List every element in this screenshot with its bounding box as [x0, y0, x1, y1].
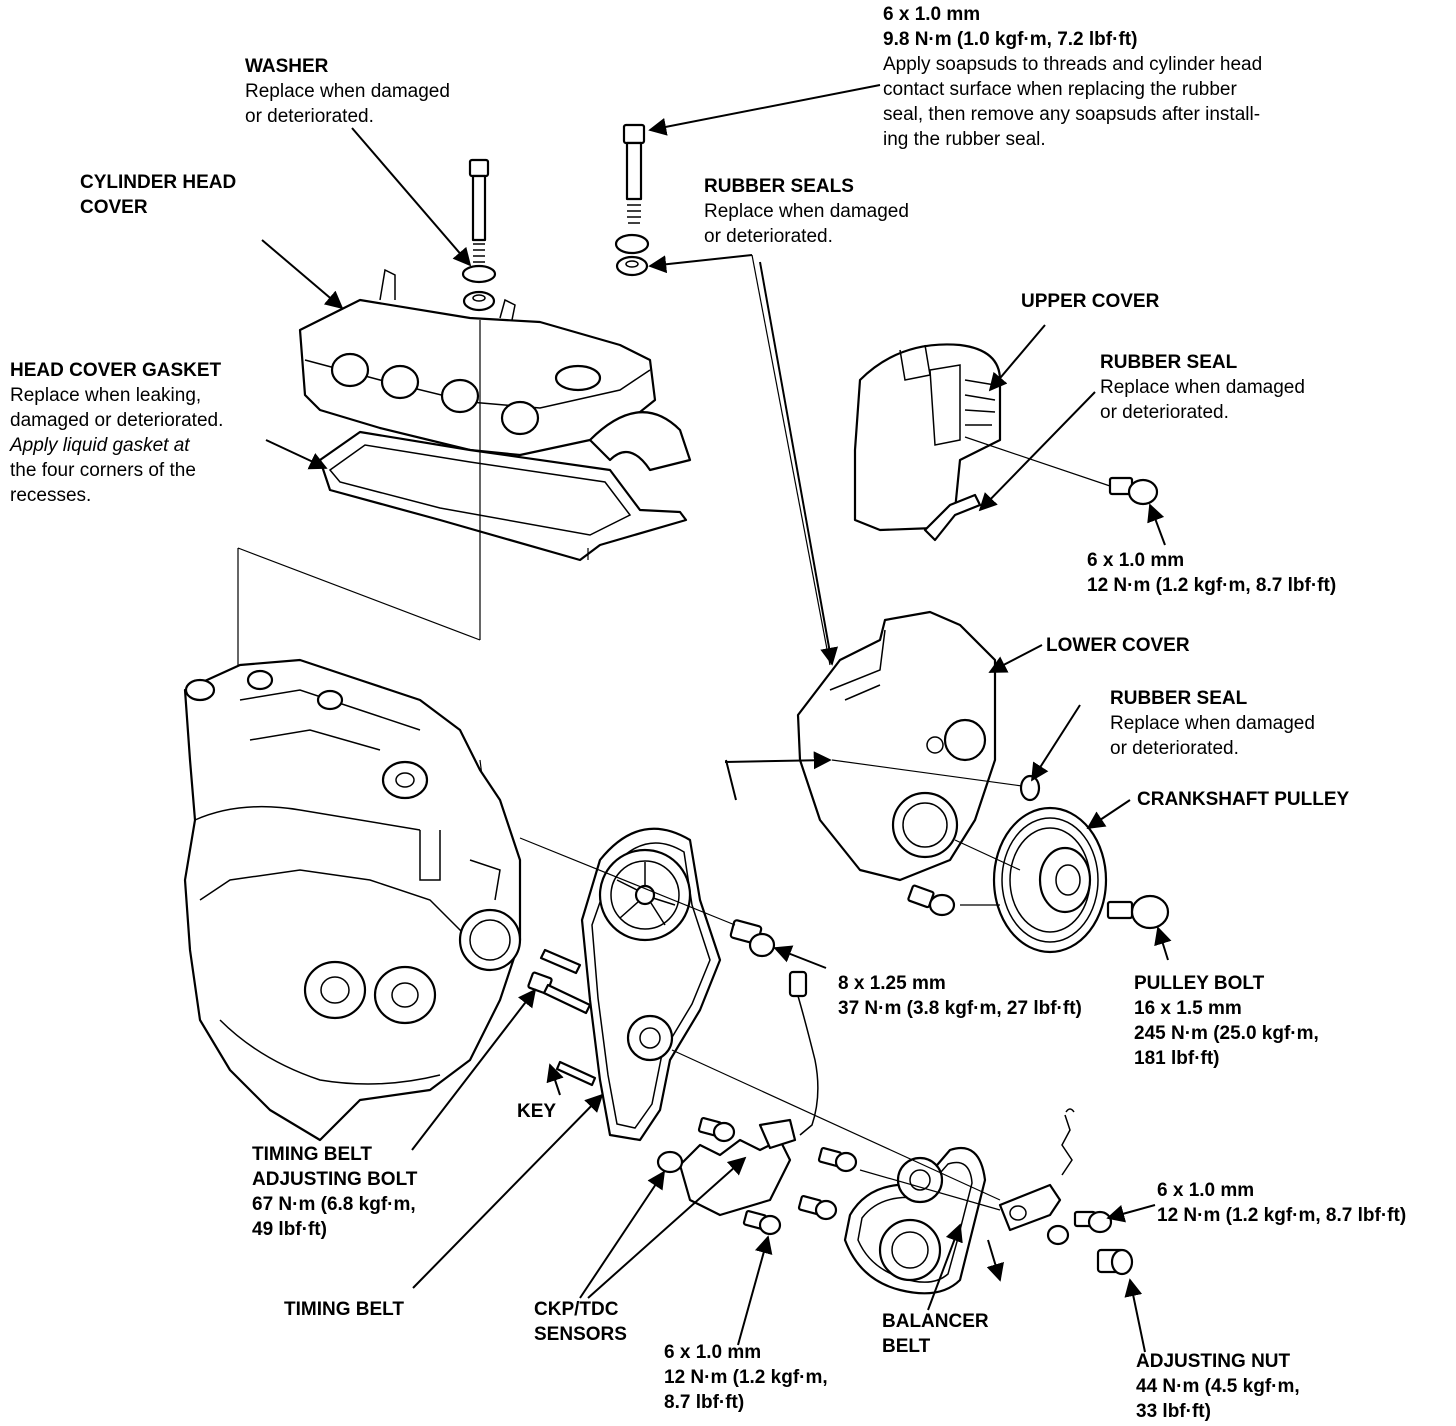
label-upper-cover-bolt: 6 x 1.0 mm 12 N·m (1.2 kgf·m, 8.7 lbf·ft…	[1087, 550, 1337, 596]
label-upper-cover: UPPER COVER	[1021, 291, 1160, 312]
balancer-tensioner	[998, 1108, 1075, 1246]
timing-belt-adjusting-bolt	[527, 948, 592, 1015]
label-adjusting-nut: ADJUSTING NUT 44 N·m (4.5 kgf·m, 33 lbf·…	[1136, 1351, 1300, 1422]
upper-cover	[853, 343, 1002, 532]
washer-bolt	[461, 158, 497, 312]
label-crankshaft-pulley: CRANKSHAFT PULLEY	[1137, 789, 1350, 810]
label-balancer-belt: BALANCER BELT	[882, 1311, 989, 1357]
sensor-harness	[788, 970, 819, 1136]
label-rubber-seal-lower: RUBBER SEAL Replace when damaged or dete…	[1110, 688, 1315, 759]
label-head-cover-gasket: HEAD COVER GASKET Replace when leaking, …	[10, 360, 224, 506]
balancer-belt	[843, 1147, 987, 1295]
engine-block	[183, 658, 522, 1142]
label-key: KEY	[517, 1101, 557, 1122]
upper-cover-bolt	[1108, 476, 1159, 506]
key	[555, 1060, 597, 1087]
balancer-bolt	[1073, 1210, 1113, 1234]
label-balancer-bolt: 6 x 1.0 mm 12 N·m (1.2 kgf·m, 8.7 lbf·ft…	[1157, 1180, 1407, 1226]
label-timing-belt-adjusting-bolt: TIMING BELT ADJUSTING BOLT 67 N·m (6.8 k…	[252, 1144, 418, 1240]
label-timing-belt: TIMING BELT	[284, 1299, 404, 1320]
label-lower-cover: LOWER COVER	[1046, 635, 1190, 656]
label-rubber-seals: RUBBER SEALS Replace when damaged or det…	[704, 176, 909, 247]
adjusting-nut	[1096, 1248, 1134, 1276]
sensor-bolts	[697, 1116, 858, 1236]
label-sensor-bolt: 6 x 1.0 mm 12 N·m (1.2 kgf·m, 8.7 lbf·ft…	[664, 1342, 828, 1413]
label-ckp-tdc-sensors: CKP/TDC SENSORS	[534, 1299, 627, 1345]
label-washer: WASHER Replace when damaged or deteriora…	[245, 56, 450, 127]
pulley-bolt	[1106, 894, 1170, 930]
leader-lines	[261, 84, 1172, 1353]
lower-cover-bolt	[907, 884, 956, 917]
lower-cover-rubber-seal	[1019, 774, 1041, 802]
ckp-tdc-sensors	[656, 1118, 797, 1217]
crankshaft-pulley-small	[626, 1014, 674, 1062]
crankshaft-pulley	[992, 806, 1108, 954]
label-head-bolt: 6 x 1.0 mm 9.8 N·m (1.0 kgf·m, 7.2 lbf·f…	[883, 4, 1263, 150]
head-cover-gasket	[318, 430, 688, 562]
label-camshaft-bolt: 8 x 1.25 mm 37 N·m (3.8 kgf·m, 27 lbf·ft…	[838, 973, 1082, 1019]
camshaft-bolt	[729, 919, 776, 958]
head-cover-bolt	[614, 123, 650, 277]
label-cylinder-head-cover: CYLINDER HEAD COVER	[80, 172, 237, 218]
label-pulley-bolt: PULLEY BOLT 16 x 1.5 mm 245 N·m (25.0 kg…	[1134, 973, 1319, 1069]
label-rubber-seal-upper: RUBBER SEAL Replace when damaged or dete…	[1100, 352, 1305, 423]
lower-cover	[796, 610, 997, 882]
camshaft-pulley	[598, 848, 692, 942]
cylinder-head-cover	[298, 268, 692, 472]
